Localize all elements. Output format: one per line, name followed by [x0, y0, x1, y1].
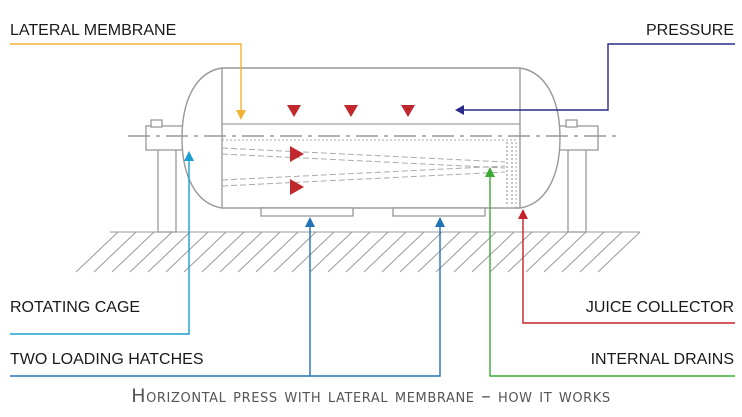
hatch-line — [201, 231, 245, 273]
hatch-line — [183, 231, 227, 273]
internal-drain-tubes — [221, 147, 506, 187]
label-two-loading-hatches: TWO LOADING HATCHES — [10, 351, 204, 368]
hatch-line — [597, 231, 641, 273]
pressure-arrowhead — [455, 105, 464, 115]
hatch-line — [309, 231, 353, 273]
hatch-line — [453, 231, 497, 273]
loading-hatches — [260, 207, 486, 217]
press-tank — [181, 67, 561, 209]
hatch-line — [273, 231, 317, 273]
hatch-line — [147, 231, 191, 273]
right-support — [555, 119, 599, 233]
hatch-line — [525, 231, 569, 273]
pressure-leader — [463, 43, 735, 111]
hatch-line — [381, 231, 425, 273]
label-internal-drains: INTERNAL DRAINS — [590, 351, 734, 368]
hatch-line — [345, 231, 389, 273]
rotating-cage-leader — [10, 160, 190, 335]
juice-collector-leader — [522, 218, 735, 324]
hatch-line — [417, 231, 461, 273]
label-juice-collector: JUICE COLLECTOR — [585, 299, 734, 316]
hatch-line — [255, 231, 299, 273]
hatch-line — [363, 231, 407, 273]
lateral-membrane-arrowhead — [236, 110, 246, 120]
hatch-line — [75, 231, 119, 273]
hatch-line — [291, 231, 335, 273]
hatch-line — [489, 231, 533, 273]
label-pressure: PRESSURE — [645, 22, 734, 39]
hatch-line — [129, 231, 173, 273]
hatch-line — [237, 231, 281, 273]
label-lateral-membrane: LATERAL MEMBRANE — [10, 22, 177, 39]
lateral-membrane-leader — [10, 43, 242, 112]
hatch-line — [507, 231, 551, 273]
loading-hatch-arrowhead-right — [435, 217, 445, 227]
figure-caption: Horizontal press with lateral membrane –… — [131, 385, 611, 407]
hatch-line — [579, 231, 623, 273]
rotating-cage-arrowhead — [184, 151, 194, 161]
hatch-line — [327, 231, 371, 273]
hatch-line — [471, 231, 515, 273]
hatch-line — [543, 231, 587, 273]
hatch-line — [399, 231, 443, 273]
hatch-line — [435, 231, 479, 273]
left-support — [145, 119, 189, 233]
label-rotating-cage: ROTATING CAGE — [10, 299, 141, 316]
hatch-line — [219, 231, 263, 273]
ground-hatching — [75, 231, 641, 273]
hatch-line — [111, 231, 155, 273]
hatch-line — [561, 231, 605, 273]
loading-hatch-arrowhead-left — [305, 217, 315, 227]
hatch-line — [165, 231, 209, 273]
hatch-line — [93, 231, 137, 273]
juice-collector-arrowhead — [518, 209, 528, 219]
internal-drains-leader — [489, 176, 735, 377]
pressure-triangles — [287, 105, 415, 117]
internal-drains-arrowhead — [485, 167, 495, 177]
flow-triangles — [290, 146, 304, 195]
loading-hatches-leader-2 — [310, 226, 441, 377]
